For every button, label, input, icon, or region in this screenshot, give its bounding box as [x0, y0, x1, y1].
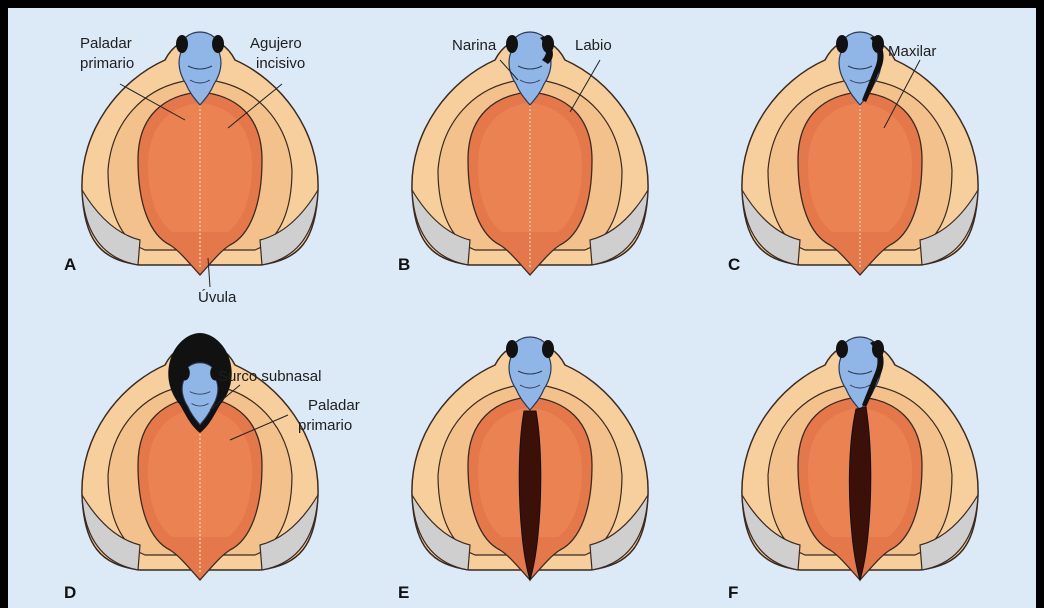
panel-letter-e: E [398, 583, 409, 602]
label-maxilar: Maxilar [888, 43, 936, 60]
label-paladar-primario-a-1: Paladar [80, 35, 132, 52]
panel-letter-d: D [64, 583, 76, 602]
label-agujero-incisivo-2: incisivo [256, 55, 305, 72]
label-narina: Narina [452, 37, 497, 54]
panel-f [742, 337, 978, 580]
label-surco-subnasal: Surco subnasal [218, 368, 321, 385]
label-paladar-primario-a-2: primario [80, 55, 134, 72]
label-paladar-primario-d-2: primario [298, 417, 352, 434]
panel-c [742, 32, 978, 275]
panel-letter-f: F [728, 583, 738, 602]
label-uvula: Úvula [198, 289, 237, 306]
panel-e [412, 337, 648, 580]
panel-letter-a: A [64, 255, 76, 274]
panel-b [412, 32, 648, 275]
panel-letter-b: B [398, 255, 410, 274]
panel-letter-c: C [728, 255, 740, 274]
label-paladar-primario-d-1: Paladar [308, 397, 360, 414]
label-labio: Labio [575, 37, 612, 54]
label-agujero-incisivo-1: Agujero [250, 35, 302, 52]
